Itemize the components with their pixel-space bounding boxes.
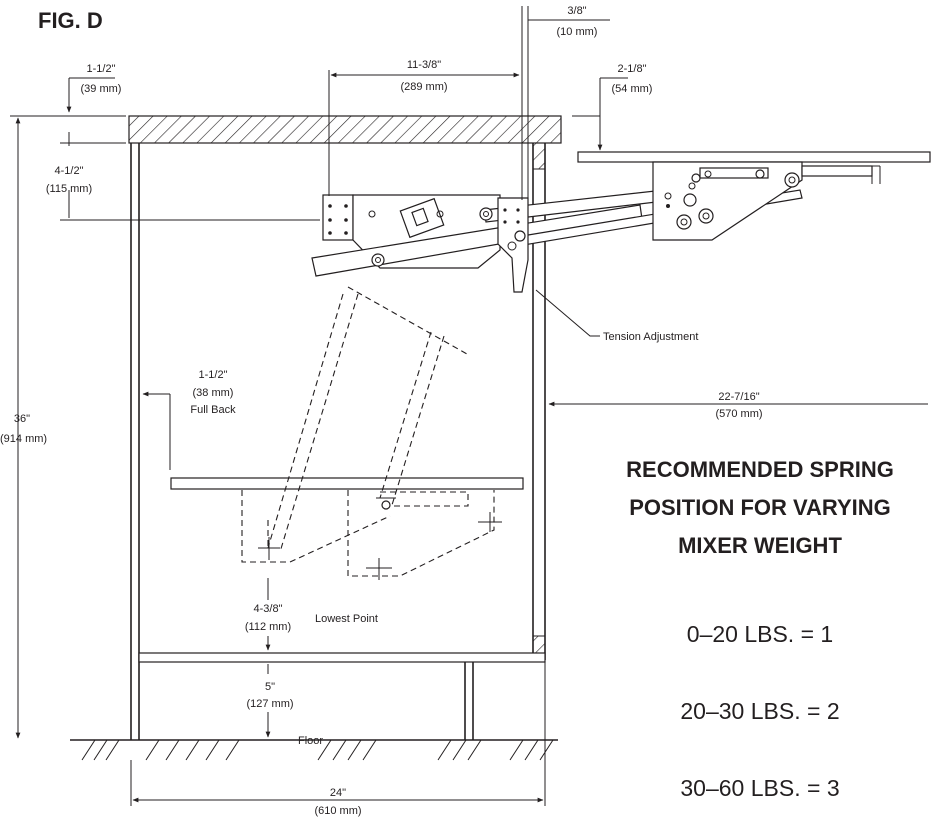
dim-lowest-point: 4-3/8"	[254, 603, 283, 615]
dim-full-back: 1-1/2"	[199, 369, 228, 381]
floor-hatching	[81, 739, 554, 761]
dim-bracket-drop-metric: (115 mm)	[46, 183, 92, 195]
dim-side-gap-metric: (10 mm)	[557, 26, 598, 38]
figure-label: FIG. D	[38, 8, 103, 33]
lift-mechanism-lowered	[170, 286, 524, 580]
floor-label: Floor	[298, 735, 323, 747]
dim-toe-kick: 5"	[265, 681, 275, 693]
countertop	[128, 115, 562, 144]
dim-shelf-drop-metric: (54 mm)	[612, 83, 653, 95]
dim-cabinet-height-metric: (914 mm)	[0, 433, 47, 445]
spring-recommendation: RECOMMENDED SPRING POSITION FOR VARYING …	[626, 457, 894, 801]
dim-cabinet-width: 24"	[330, 787, 346, 799]
dim-extension: 22-7/16"	[718, 391, 759, 403]
dim-extension-metric: (570 mm)	[715, 408, 762, 420]
back-bracket	[322, 194, 354, 241]
dim-bracket-drop: 4-1/2"	[55, 165, 84, 177]
recommendation-heading-2: POSITION FOR VARYING	[629, 495, 891, 520]
weight-row-1: 0–20 LBS. = 1	[687, 621, 833, 647]
dimension-lines	[10, 6, 928, 806]
dim-top-depth: 1-1/2"	[87, 63, 116, 75]
dim-arm-distance-metric: (289 mm)	[400, 81, 447, 93]
cabinet-bottom	[138, 652, 546, 663]
lowered-shelf	[170, 477, 524, 490]
right-panel-top-hatch	[532, 142, 546, 170]
weight-row-2: 20–30 LBS. = 2	[680, 698, 839, 724]
lift-mechanism-raised	[311, 151, 931, 293]
dim-lowest-point-note: Lowest Point	[315, 613, 378, 625]
cabinet	[70, 115, 562, 741]
raised-shelf	[577, 151, 931, 163]
recommendation-heading-1: RECOMMENDED SPRING	[626, 457, 894, 482]
dim-toe-kick-metric: (127 mm)	[246, 698, 293, 710]
weight-row-3: 30–60 LBS. = 3	[680, 775, 839, 801]
dim-shelf-drop: 2-1/8"	[618, 63, 647, 75]
dim-top-depth-metric: (39 mm)	[81, 83, 122, 95]
dim-cabinet-width-metric: (610 mm)	[314, 805, 361, 817]
dim-full-back-metric: (38 mm)	[193, 387, 234, 399]
dim-arm-distance: 11-3/8"	[407, 59, 441, 71]
tension-adjustment-label: Tension Adjustment	[603, 331, 698, 343]
dim-lowest-point-metric: (112 mm)	[245, 621, 291, 633]
dim-cabinet-height: 36"	[14, 413, 30, 425]
recommendation-heading-3: MIXER WEIGHT	[678, 533, 842, 558]
dim-full-back-note: Full Back	[190, 404, 236, 416]
dim-side-gap: 3/8"	[567, 5, 586, 17]
